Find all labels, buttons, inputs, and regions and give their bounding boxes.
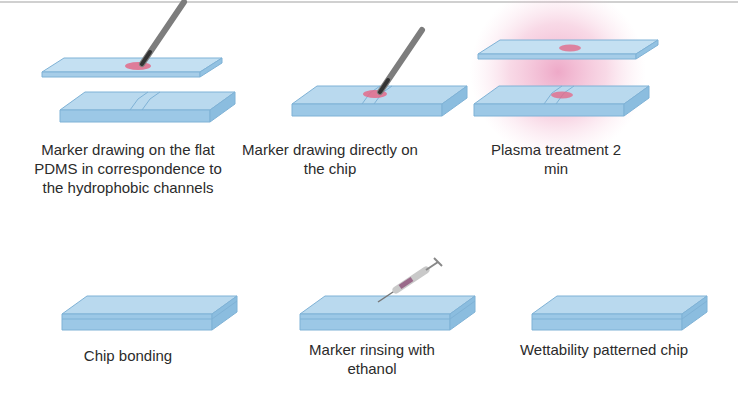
step-caption: Chip bonding (28, 346, 228, 365)
step-caption: Marker drawing directly on the chip (240, 140, 420, 178)
step-caption: Marker drawing on the flat PDMS in corre… (23, 140, 233, 197)
step-caption: Wettability patterned chip (514, 340, 694, 359)
step-caption: Marker rinsing with ethanol (297, 340, 447, 378)
step-caption: Plasma treatment 2 min (486, 140, 626, 178)
